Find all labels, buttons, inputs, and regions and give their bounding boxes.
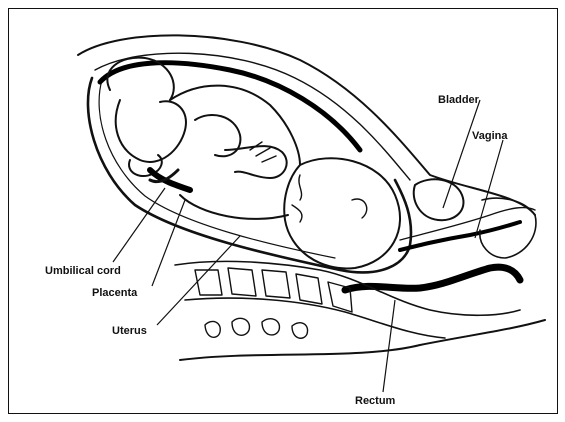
placenta [150,170,190,190]
label-rectum: Rectum [355,395,396,407]
sacral-foramina [205,318,308,338]
uterine-lining [100,63,360,150]
label-placenta: Placenta [92,287,138,299]
fetus-face [292,175,302,222]
label-umbilical-cord: Umbilical cord [45,265,121,277]
rectum [345,267,520,290]
fetus-arm [195,115,287,178]
pubic-bone [480,198,536,258]
spine-outline-lower [185,298,445,338]
leader-lines [113,100,503,392]
vertebrae [195,268,352,312]
label-uterus: Uterus [112,325,147,337]
bladder [414,179,464,220]
fetus-leg [116,100,186,162]
label-bladder: Bladder [438,94,480,106]
lower-body-contour [180,320,545,360]
fetus-hand [250,142,276,162]
label-vagina: Vagina [472,130,508,142]
fetus-ear [352,199,367,218]
